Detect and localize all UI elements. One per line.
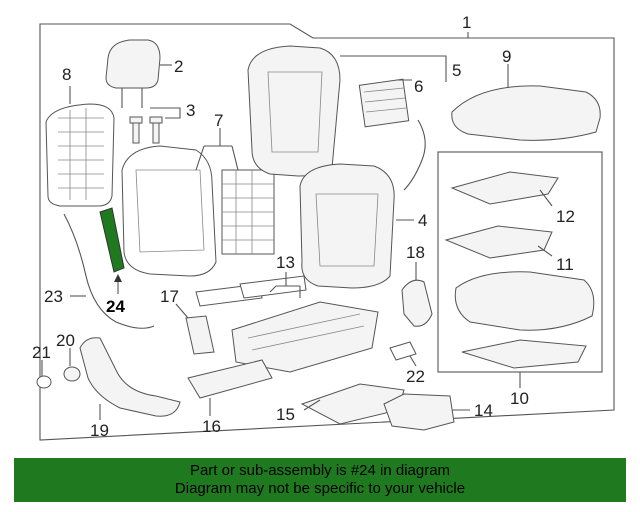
callout-17: 17 — [160, 287, 179, 306]
parts-diagram: 1 2 3 4 5 6 7 8 9 10 11 12 13 14 15 16 1… — [32, 13, 615, 441]
callout-22: 22 — [406, 367, 425, 386]
callout-6: 6 — [414, 77, 423, 96]
callout-14: 14 — [474, 401, 493, 420]
headrest-guide-part[interactable] — [129, 116, 163, 144]
callout-9: 9 — [502, 47, 511, 66]
callout-4: 4 — [418, 211, 427, 230]
callout-20: 20 — [56, 331, 75, 350]
callout-12: 12 — [556, 207, 575, 226]
seat-back-cushion-part[interactable] — [299, 163, 395, 289]
cap-part[interactable] — [36, 375, 52, 389]
track-cover-part[interactable] — [187, 359, 273, 399]
callout-5: 5 — [452, 61, 461, 80]
assembly-outline — [39, 23, 615, 441]
callout-8: 8 — [62, 65, 71, 84]
side-shield-part[interactable] — [79, 337, 181, 417]
banner-line-2: Diagram may not be specific to your vehi… — [174, 480, 466, 497]
side-harness-part[interactable] — [63, 213, 155, 329]
callout-23: 23 — [44, 287, 63, 306]
back-pad-part[interactable] — [358, 78, 410, 128]
banner-line-1: Part or sub-assembly is #24 in diagram — [189, 462, 451, 479]
callout-1: 1 — [462, 13, 471, 32]
seat-back-cover-part[interactable] — [247, 45, 341, 177]
callout-15: 15 — [276, 405, 295, 424]
seat-cushion-part[interactable] — [451, 85, 601, 141]
callout-11: 11 — [556, 255, 574, 274]
small-bracket-part[interactable] — [389, 341, 417, 361]
storage-tray-part[interactable] — [383, 393, 455, 431]
callout-7: 7 — [214, 111, 223, 130]
knob-part[interactable] — [63, 366, 81, 382]
seat-switch-part[interactable] — [401, 279, 433, 327]
seat-back-frame-part[interactable] — [121, 145, 217, 277]
side-bracket-part[interactable] — [185, 315, 215, 355]
info-banner: Part or sub-assembly is #24 in diagram D… — [14, 458, 626, 502]
heater-pad-part[interactable] — [450, 171, 559, 205]
seat-track-part[interactable] — [231, 301, 379, 373]
headrest-part[interactable] — [105, 39, 161, 108]
track-latch-part[interactable] — [195, 275, 307, 307]
sensor-mat-part[interactable] — [444, 225, 553, 259]
callout-24: 24 — [106, 297, 125, 316]
suspension-mat-part[interactable] — [221, 169, 275, 255]
callout-2: 2 — [174, 57, 183, 76]
callout-10: 10 — [510, 389, 529, 408]
part-24-highlighted[interactable] — [99, 207, 125, 273]
wire-harness-upper — [403, 119, 426, 191]
back-panel-part[interactable] — [45, 103, 115, 207]
callout-16: 16 — [202, 417, 221, 436]
callout-19: 19 — [90, 421, 109, 440]
callout-18: 18 — [406, 243, 425, 262]
cushion-tray-part[interactable] — [461, 339, 587, 369]
callout-21: 21 — [32, 343, 51, 362]
callout-3: 3 — [186, 101, 195, 120]
cushion-pad-part[interactable] — [454, 271, 595, 331]
callout-13: 13 — [276, 253, 295, 272]
